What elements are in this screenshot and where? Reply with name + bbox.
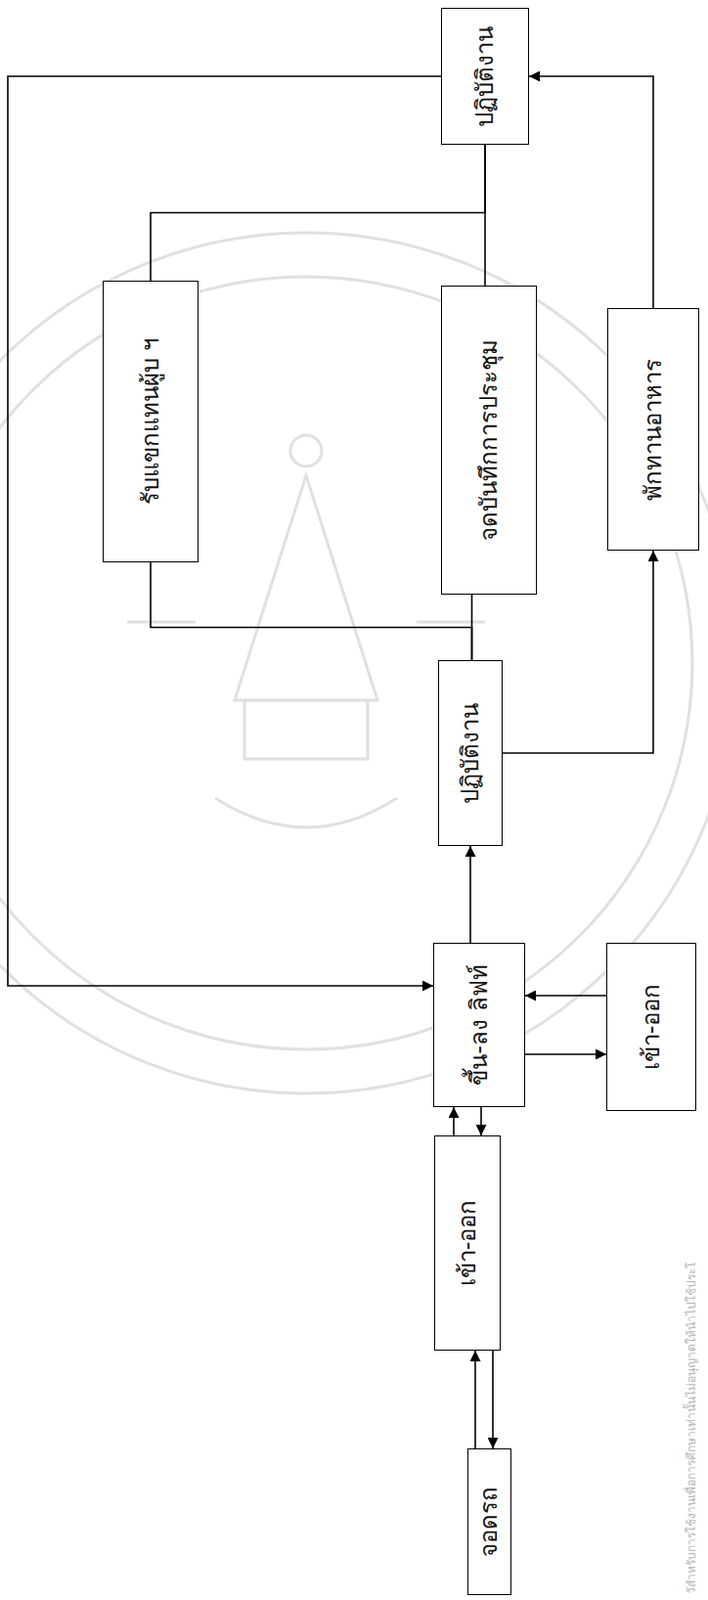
box-text: จอดรถ [472,1486,507,1557]
box-text: ปฏิบัติงาน [468,26,503,128]
seal-lamp [127,620,486,624]
box-text: ปฏิบัติงาน [453,703,488,804]
seal-naga [215,797,398,828]
connector [525,1053,607,1056]
process-box: จอดรถ [467,1448,512,1595]
connector [474,1350,477,1449]
connector [480,1106,483,1136]
process-box: จดบันทึกการประชุม [441,285,537,595]
process-box: ปฏิบัติงาน [438,660,503,846]
process-box: ขึ้น-ลง ลิฟท์ [433,942,526,1107]
box-text: พักทานอาหาร [636,358,671,501]
box-text: รับแขกแทนผู้บ ฯ [133,338,169,506]
seal-ring [0,232,708,1094]
seal-outline [0,232,708,1094]
connector [150,144,486,281]
seal-sun [290,435,322,467]
connector [469,845,472,943]
watermark-text: วัสำหรับการใช้งานเพื่อการศึกษาเท่านั้นไม… [684,1124,701,1594]
seal-ring [0,276,693,1050]
connector [529,76,654,309]
box-text: ขึ้น-ลง ลิฟท์ [462,964,497,1085]
connector [525,994,607,997]
box-text: จดบันทึกการประชุม [472,339,507,541]
seal-base [244,700,368,759]
connector [7,76,442,986]
process-box: ปฏิบัติงาน [441,7,530,145]
process-box: รับแขกแทนผู้บ ฯ [102,280,199,563]
process-box: พักทานอาหาร [607,308,700,551]
connector [150,562,473,661]
process-box: เข้า-ออก [606,942,697,1111]
box-text: เข้า-ออก [634,983,669,1071]
process-box: เข้า-ออก [434,1135,501,1351]
seal-crown [234,475,378,701]
connector [491,1350,494,1449]
box-text: เข้า-ออก [450,1199,486,1287]
connector [452,1106,455,1136]
watermark-line: วัสำหรับการใช้งานเพื่อการศึกษาเท่านั้นไม… [684,1262,699,1594]
